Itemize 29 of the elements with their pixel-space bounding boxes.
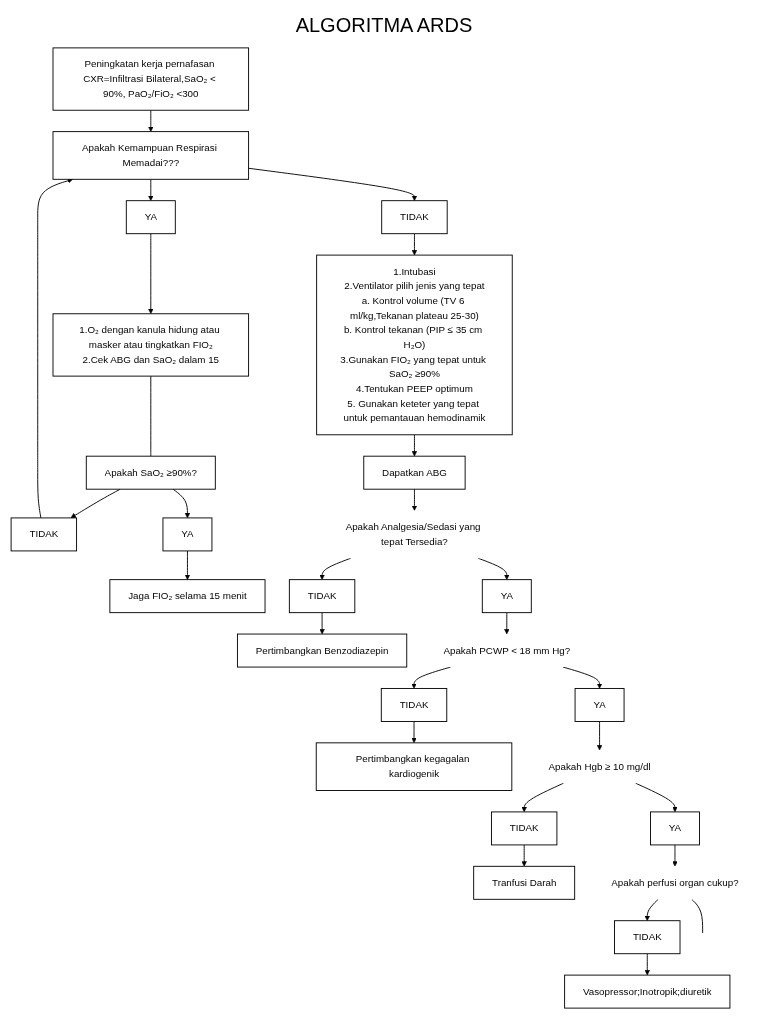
node-box: Dapatkan ABG	[363, 455, 466, 490]
node-box: Apakah SaO₂ ≥90%?	[85, 455, 216, 490]
node-box: Jaga FIO₂ selama 15 menit	[109, 579, 266, 614]
node-box: Vasopressor;Inotropik;diuretik	[564, 974, 731, 1009]
node-box: YA	[650, 811, 700, 846]
node-box: TIDAK	[380, 688, 448, 722]
node-box: 1.O₂ dengan kanula hidung atau masker atau tingkatkan FIO₂ 2.Cek ABG dan SaO₂ dalam 15	[52, 313, 250, 377]
node-box: TIDAK	[288, 579, 356, 614]
node-box: YA	[481, 579, 532, 614]
node-box: TIDAK	[381, 200, 448, 235]
connector	[691, 898, 704, 934]
node-box: TIDAK	[614, 920, 681, 955]
node-box: Peningkatan kerja pernafasan CXR=Infiltrasi Bilateral,SaO₂ < 90%, PaO₂/FiO₂ <300	[52, 47, 250, 111]
node-box: Tranfusi Darah	[473, 865, 576, 900]
node-text: Apakah Analgesia/Sedasi yang tepat Tersedia?	[345, 521, 481, 547]
node-text: Apakah perfusi organ cukup?	[611, 877, 739, 888]
node-box: YA	[574, 688, 625, 722]
node-box: Pertimbangkan Benzodiazepin	[236, 633, 408, 668]
node-box: YA	[125, 200, 176, 235]
node-box: TIDAK	[10, 517, 78, 552]
node-box: TIDAK	[491, 811, 558, 846]
node-text: Apakah Hgb ≥ 10 mg/dl	[548, 761, 651, 772]
node-box: Apakah Kemampuan Respirasi Memadai???	[52, 131, 250, 180]
node-box: 1.Intubasi 2.Ventilator pilih jenis yang tepat a. Kontrol volume (TV 6 ml/kg,Tekanan plateau 25-30) b. Kontrol tekanan (PIP ≤ 35 cm H₂O) 3.Gunakan FIO₂ yang tepat untuk SaO₂ ≥90% 4.Tentukan PEEP optimum 5. Gunakan keteter yang tepat untuk pemantauan hemodinamik	[316, 254, 513, 436]
connector	[150, 375, 152, 457]
node-box: YA	[162, 517, 213, 552]
node-text: Apakah PCWP < 18 mm Hg?	[443, 645, 571, 656]
node-box: Pertimbangkan kegagalan kardiogenik	[315, 742, 513, 791]
diagram-title: ALGORITMA ARDS	[294, 14, 474, 37]
